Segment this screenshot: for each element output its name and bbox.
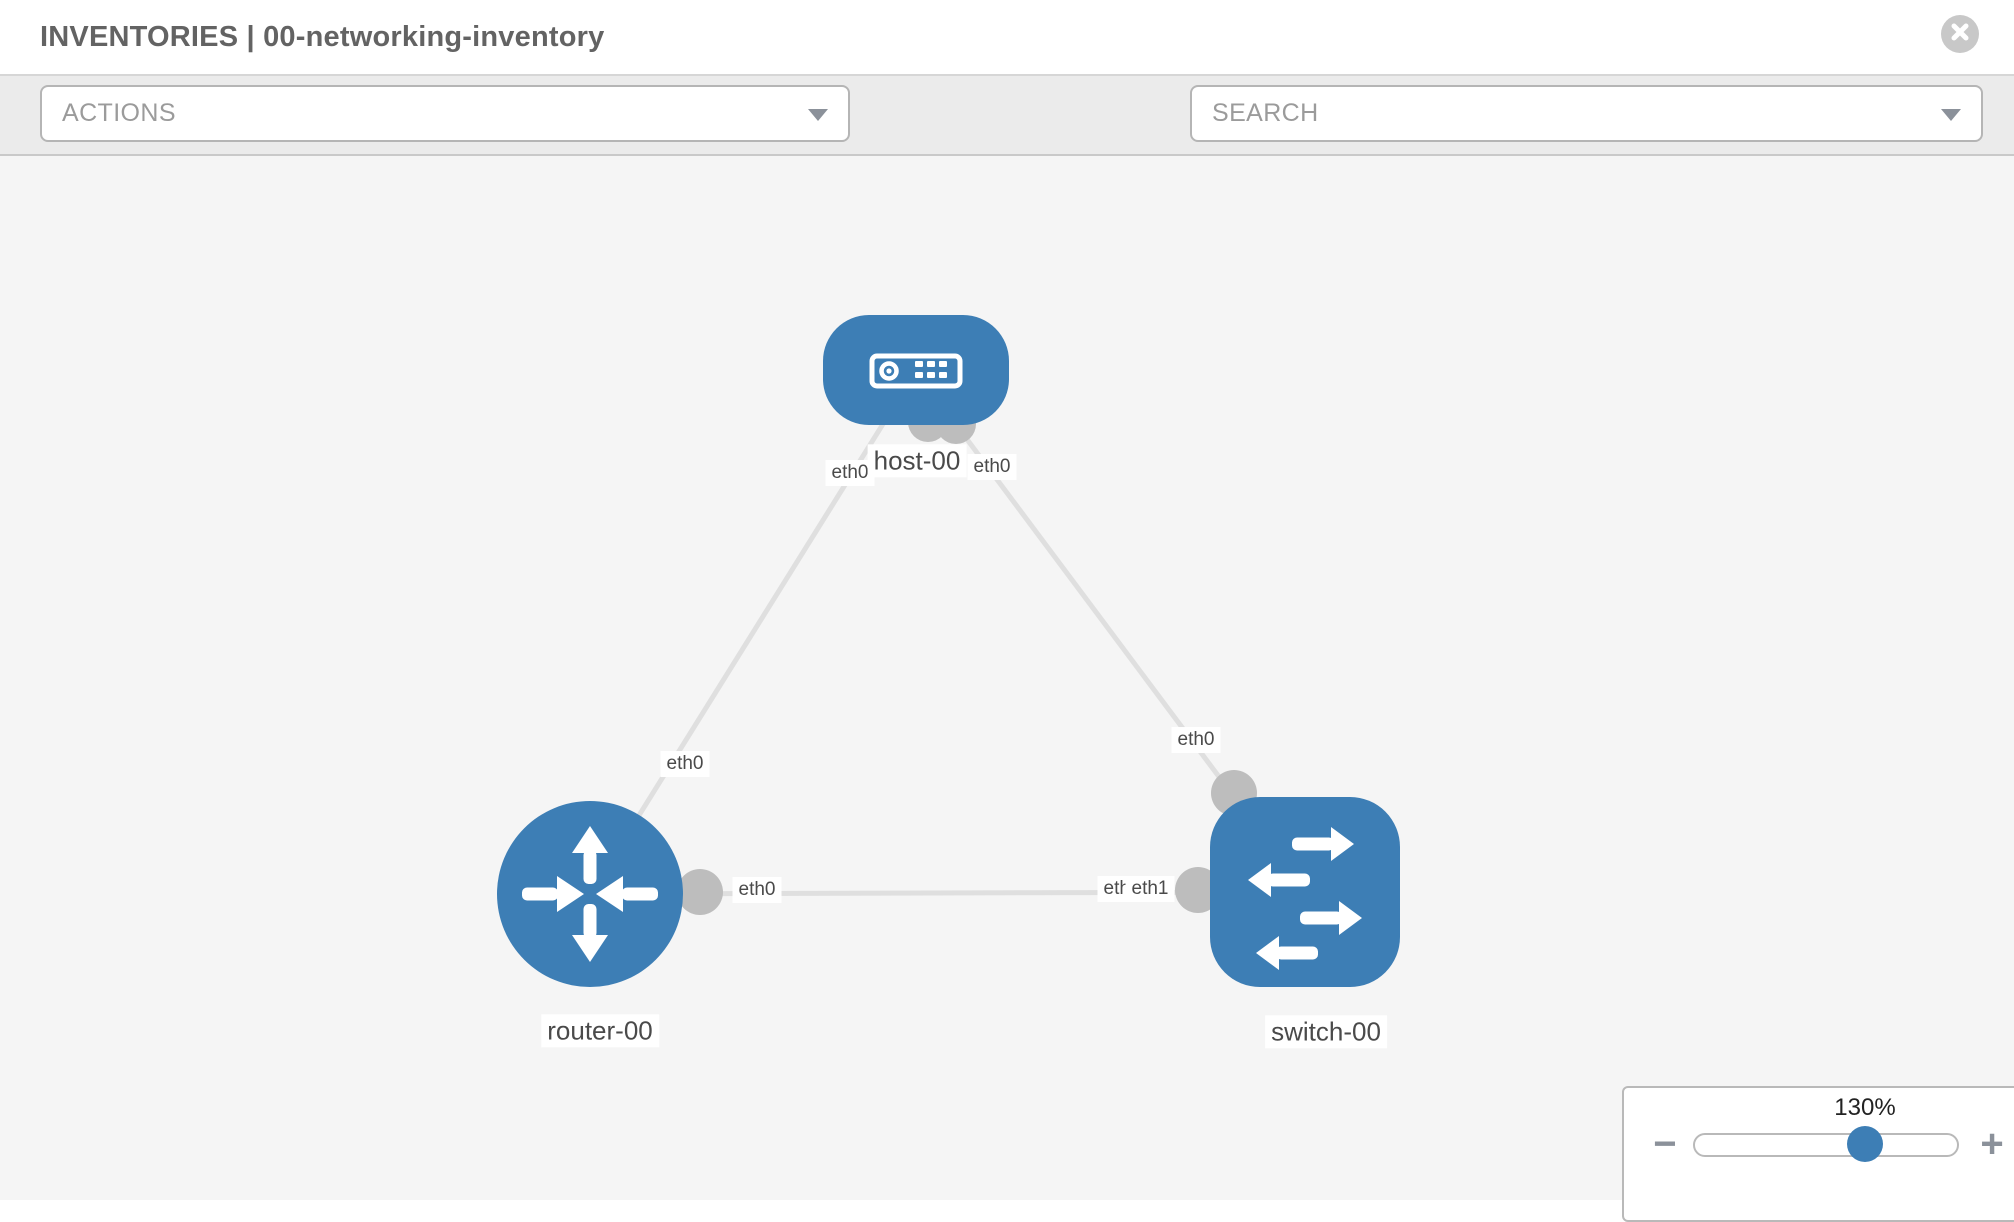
actions-dropdown[interactable]: ACTIONS [40, 85, 850, 142]
search-dropdown[interactable]: SEARCH [1190, 85, 1983, 142]
chevron-down-icon [808, 109, 828, 121]
iface-label: eth0 [967, 454, 1017, 480]
iface-label: eth1 [1125, 876, 1175, 902]
actions-placeholder: ACTIONS [62, 99, 176, 127]
close-button[interactable] [1941, 15, 1979, 53]
zoom-out-button[interactable]: − [1653, 1122, 1677, 1166]
iface-label: eth0 [1171, 727, 1221, 753]
chevron-down-icon [1941, 109, 1961, 121]
iface-label: eth0 [732, 877, 782, 903]
node-label-host: host-00 [867, 444, 967, 478]
header-bar: INVENTORIES | 00-networking-inventory [0, 0, 2014, 76]
zoom-panel: 130% − + [1622, 1086, 2014, 1222]
node-label-router: router-00 [541, 1014, 659, 1048]
node-label-switch: switch-00 [1265, 1015, 1387, 1049]
zoom-in-button[interactable]: + [1980, 1122, 2004, 1166]
link-host-router[interactable] [587, 369, 919, 896]
zoom-level: 130% [1834, 1094, 1896, 1121]
router-icon [522, 826, 658, 962]
search-placeholder: SEARCH [1212, 99, 1319, 127]
toolbar: ACTIONS SEARCH [0, 76, 2014, 206]
host-icon [869, 353, 963, 389]
switch-icon [1248, 827, 1362, 970]
zoom-slider-handle[interactable] [1847, 1126, 1883, 1162]
port-switch-eth1[interactable] [1175, 867, 1221, 913]
close-icon [1951, 23, 1969, 46]
node-switch-00[interactable] [1210, 797, 1400, 987]
port-router-eth0[interactable] [677, 869, 723, 915]
iface-label: eth0 [660, 751, 710, 777]
topology-canvas[interactable]: eth0 eth0 eth0 eth0 eth0 eth0 eth1 host-… [0, 156, 2014, 1200]
node-host-00[interactable] [823, 315, 1009, 425]
page-title: INVENTORIES | 00-networking-inventory [40, 20, 605, 53]
node-router-00[interactable] [497, 801, 683, 987]
zoom-slider-track[interactable] [1693, 1133, 1959, 1157]
iface-label: eth0 [825, 460, 875, 486]
topology-graph [497, 315, 1400, 987]
